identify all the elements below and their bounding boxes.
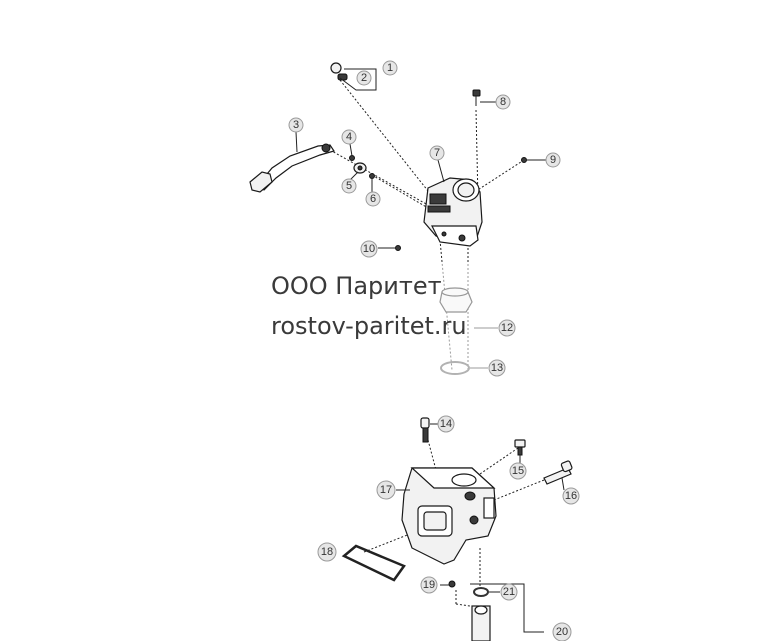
svg-text:8: 8 bbox=[500, 96, 506, 108]
callout-1: 1 bbox=[382, 60, 398, 76]
callout-12: 12 bbox=[498, 319, 516, 337]
callout-14: 14 bbox=[437, 415, 455, 433]
svg-text:18: 18 bbox=[321, 546, 333, 558]
lower-assembly bbox=[341, 417, 573, 641]
svg-text:6: 6 bbox=[370, 193, 376, 205]
callout-3: 3 bbox=[288, 117, 304, 133]
callout-8: 8 bbox=[495, 94, 511, 110]
callout-18: 18 bbox=[317, 542, 337, 562]
fitting-part-20 bbox=[455, 583, 544, 641]
callout-7: 7 bbox=[429, 145, 445, 161]
svg-text:10: 10 bbox=[363, 243, 375, 255]
gasket-part-18 bbox=[341, 544, 406, 582]
callout-17: 17 bbox=[376, 480, 396, 500]
svg-text:9: 9 bbox=[550, 154, 556, 166]
washer-part-9 bbox=[521, 157, 546, 163]
svg-text:13: 13 bbox=[491, 362, 503, 374]
svg-text:17: 17 bbox=[380, 484, 392, 496]
watermark-website: rostov-paritet.ru bbox=[271, 312, 467, 340]
tube-part-3 bbox=[249, 131, 335, 193]
callout-21: 21 bbox=[500, 583, 518, 601]
oring-part-21 bbox=[473, 587, 500, 597]
svg-text:21: 21 bbox=[503, 586, 515, 598]
svg-text:4: 4 bbox=[346, 131, 352, 143]
watermark: ООО Паритет rostov-paritet.ru bbox=[246, 262, 534, 382]
svg-text:20: 20 bbox=[556, 626, 568, 638]
svg-text:2: 2 bbox=[361, 72, 367, 84]
callout-13: 13 bbox=[488, 359, 506, 377]
callout-10: 10 bbox=[360, 240, 378, 258]
callout-6: 6 bbox=[365, 191, 381, 207]
fitting-part-14 bbox=[420, 417, 438, 443]
callout-16: 16 bbox=[562, 487, 580, 505]
callout-20: 20 bbox=[552, 622, 572, 641]
svg-text:7: 7 bbox=[434, 147, 440, 159]
callout-labels: 1 2 3 4 5 6 7 8 bbox=[288, 60, 580, 641]
callout-9: 9 bbox=[545, 152, 561, 168]
callout-15: 15 bbox=[509, 462, 527, 480]
callout-19: 19 bbox=[420, 576, 438, 594]
seal-part-10 bbox=[378, 245, 401, 251]
svg-text:14: 14 bbox=[440, 418, 452, 430]
callout-2: 2 bbox=[356, 70, 372, 86]
svg-text:19: 19 bbox=[423, 579, 435, 591]
svg-text:5: 5 bbox=[346, 180, 352, 192]
svg-text:12: 12 bbox=[501, 322, 513, 334]
assembly-lines-lower bbox=[363, 439, 545, 604]
bolt-part-19 bbox=[440, 580, 456, 588]
bolt-part-8 bbox=[472, 89, 496, 106]
svg-text:1: 1 bbox=[387, 62, 393, 74]
bolt-part-15 bbox=[514, 439, 526, 464]
svg-text:16: 16 bbox=[565, 490, 577, 502]
svg-text:3: 3 bbox=[293, 119, 299, 131]
watermark-company: ООО Паритет bbox=[271, 272, 442, 300]
fittings-parts-4-5-6 bbox=[349, 143, 375, 192]
svg-text:15: 15 bbox=[512, 465, 524, 477]
bolt-part-16 bbox=[543, 460, 573, 491]
callout-4: 4 bbox=[341, 129, 357, 145]
housing-part-17 bbox=[396, 467, 497, 565]
valve-housing-part-7 bbox=[423, 159, 483, 247]
bolt-part-1 bbox=[330, 62, 377, 91]
callout-5: 5 bbox=[341, 178, 357, 194]
